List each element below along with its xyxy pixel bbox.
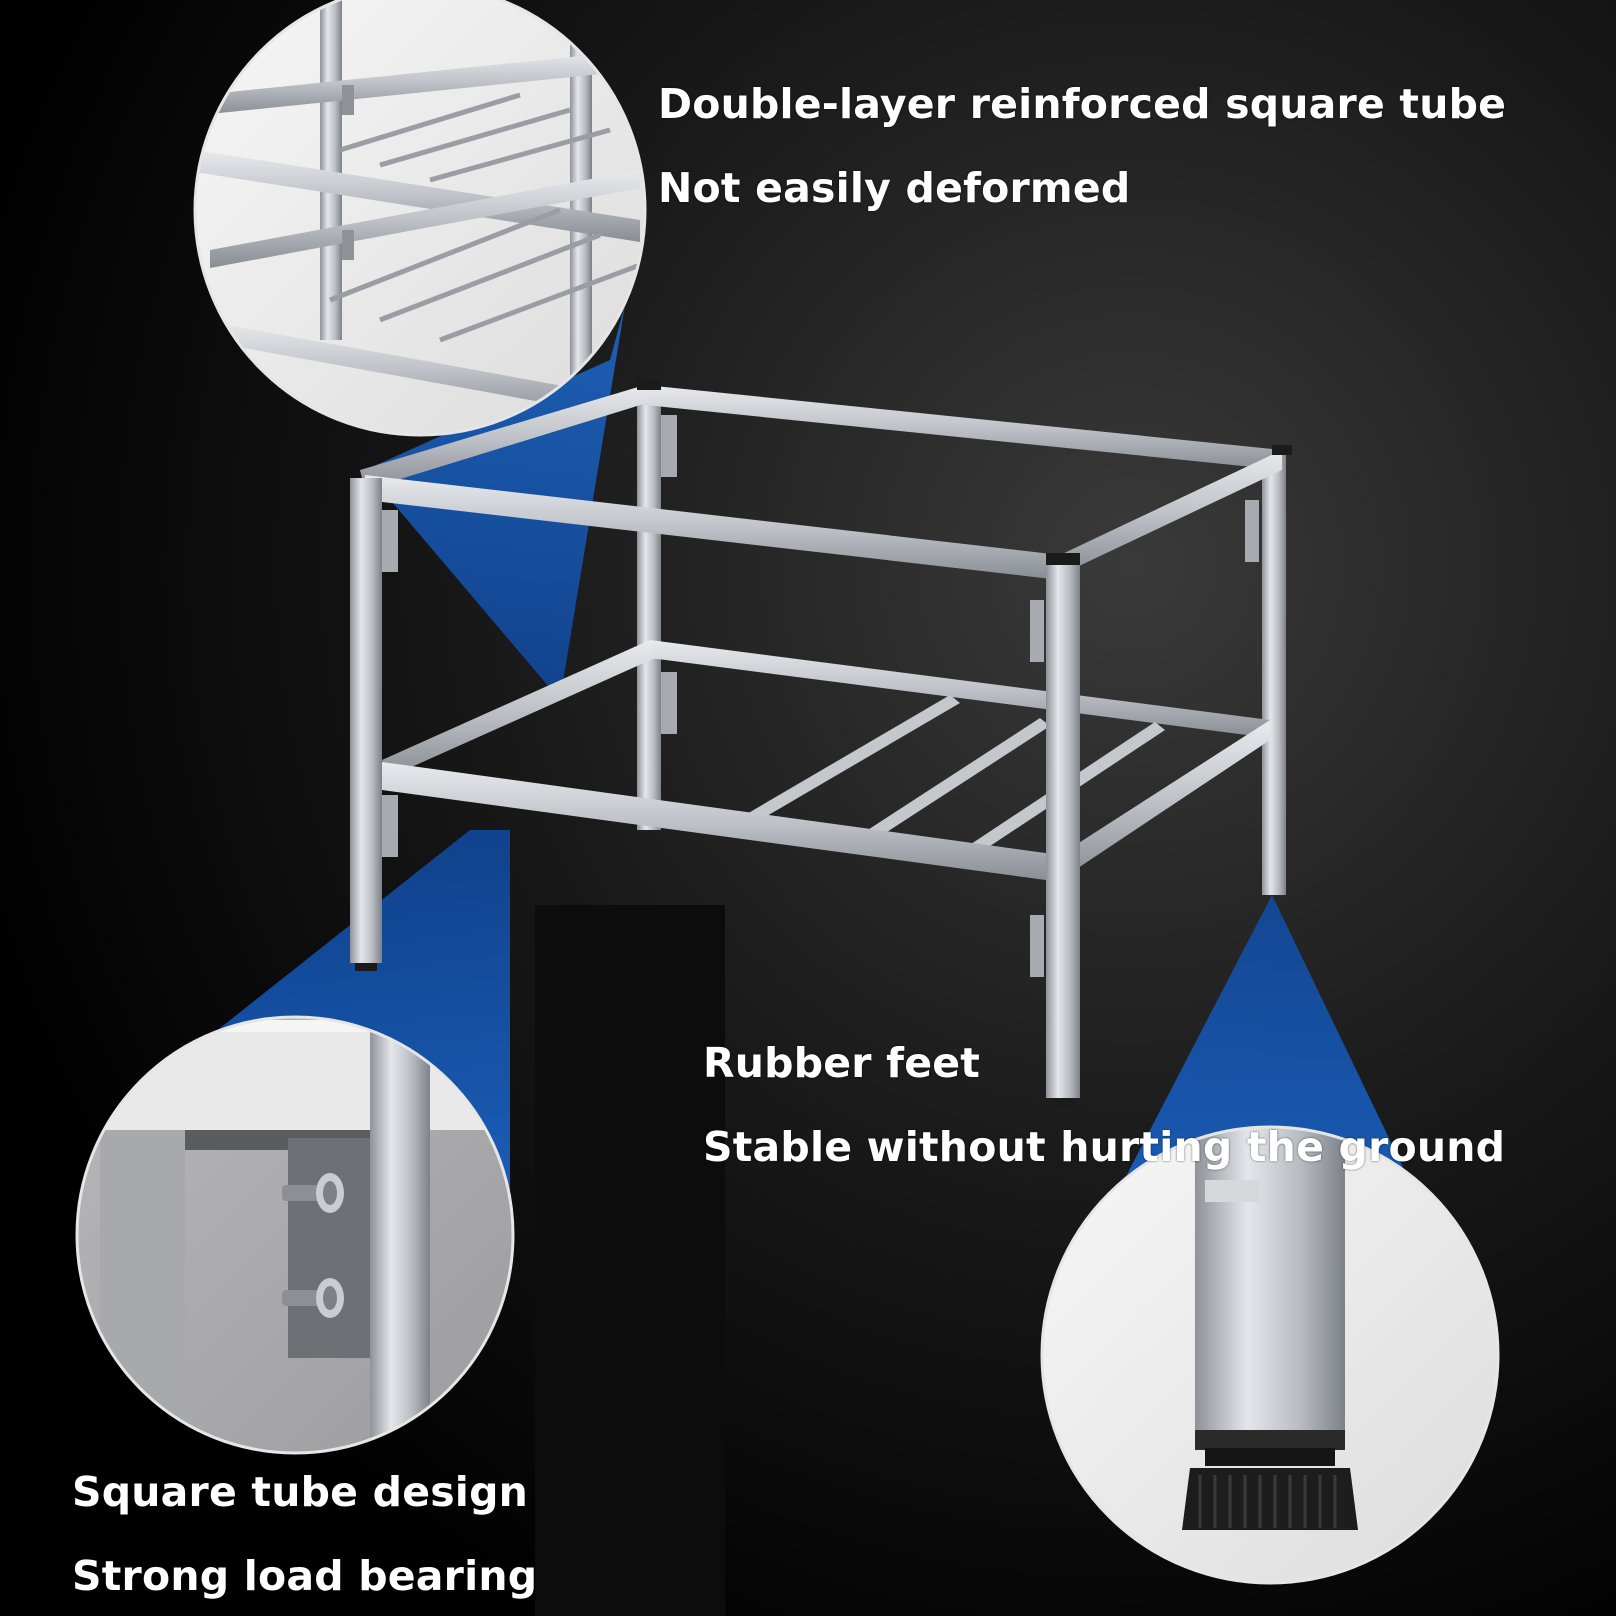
caption-right-line1: Rubber feet [703,1039,981,1087]
caption-right: Rubber feet Stable without hurting the g… [703,1043,1505,1168]
zoom-circle-bolt-bracket [75,1015,515,1455]
caption-top-line2: Not easily deformed [658,164,1131,212]
caption-right-line2: Stable without hurting the ground [703,1123,1506,1171]
rubber-foot-grip [1198,1475,1337,1528]
zoom-circle-top-rack [193,0,647,437]
caption-top-line1: Double-layer reinforced square tube [658,80,1507,128]
background-dark-panel [535,905,725,1616]
caption-left-line2: Strong load bearing [72,1552,538,1600]
steel-frame-stand [350,380,1292,1108]
zoom-circle-rubber-foot [1040,1125,1500,1585]
caption-top: Double-layer reinforced square tube Not … [658,84,1506,209]
caption-left: Square tube design Strong load bearing [72,1472,537,1597]
bolt-icon [282,1173,344,1213]
caption-left-line1: Square tube design [72,1468,529,1516]
bolt-icon-lower [282,1278,344,1318]
